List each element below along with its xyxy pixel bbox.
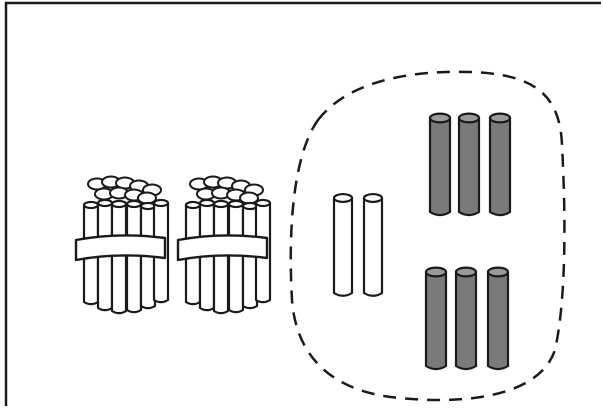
stick-top [184, 200, 202, 210]
stick-top [96, 198, 114, 208]
stick-top [332, 192, 354, 204]
stick-top [212, 199, 230, 209]
bundle-band [74, 234, 167, 262]
stick-top [227, 199, 245, 209]
stick-top [82, 200, 100, 210]
stick-body [424, 272, 448, 371]
bundle-of-ten-sticks [74, 175, 170, 315]
bundle-stick [227, 199, 245, 314]
shaded-sticks-row-bottom [424, 266, 510, 371]
stick-top [457, 112, 481, 124]
loose-white-sticks [332, 192, 384, 297]
stick-body [486, 272, 510, 371]
bundle-band [176, 234, 269, 262]
white-stick [362, 192, 384, 297]
stick-body [125, 204, 143, 314]
shaded-stick [488, 112, 512, 217]
stick-body [457, 118, 481, 217]
frame-border [4, 1, 601, 406]
stick-top [125, 199, 143, 209]
stick-body [227, 204, 245, 314]
stick-body [110, 204, 128, 315]
bundle-stick [212, 199, 230, 315]
stick-top [486, 266, 510, 278]
bundle-of-ten-sticks [176, 175, 272, 315]
stick-body [488, 118, 512, 217]
stick-top [152, 198, 170, 208]
stick-top [428, 112, 452, 124]
shaded-stick [457, 112, 481, 217]
shaded-stick [486, 266, 510, 371]
stick-top [198, 198, 216, 208]
shaded-stick [454, 266, 478, 371]
shaded-stick [428, 112, 452, 217]
shaded-stick [424, 266, 448, 371]
bundle-stick [110, 199, 128, 315]
stick-top [110, 199, 128, 209]
stick-body [428, 118, 452, 217]
stick-body [362, 198, 384, 297]
dashed-group-outline [289, 70, 566, 402]
stick-body [454, 272, 478, 371]
white-stick [332, 192, 354, 297]
bundle-stick [125, 199, 143, 314]
stick-body [332, 198, 354, 297]
stick-body [212, 204, 230, 315]
shaded-sticks-row-top [428, 112, 512, 217]
stick-top [454, 266, 478, 278]
stick-top [362, 192, 384, 204]
stick-top [488, 112, 512, 124]
stick-top [254, 198, 272, 208]
stick-top [424, 266, 448, 278]
